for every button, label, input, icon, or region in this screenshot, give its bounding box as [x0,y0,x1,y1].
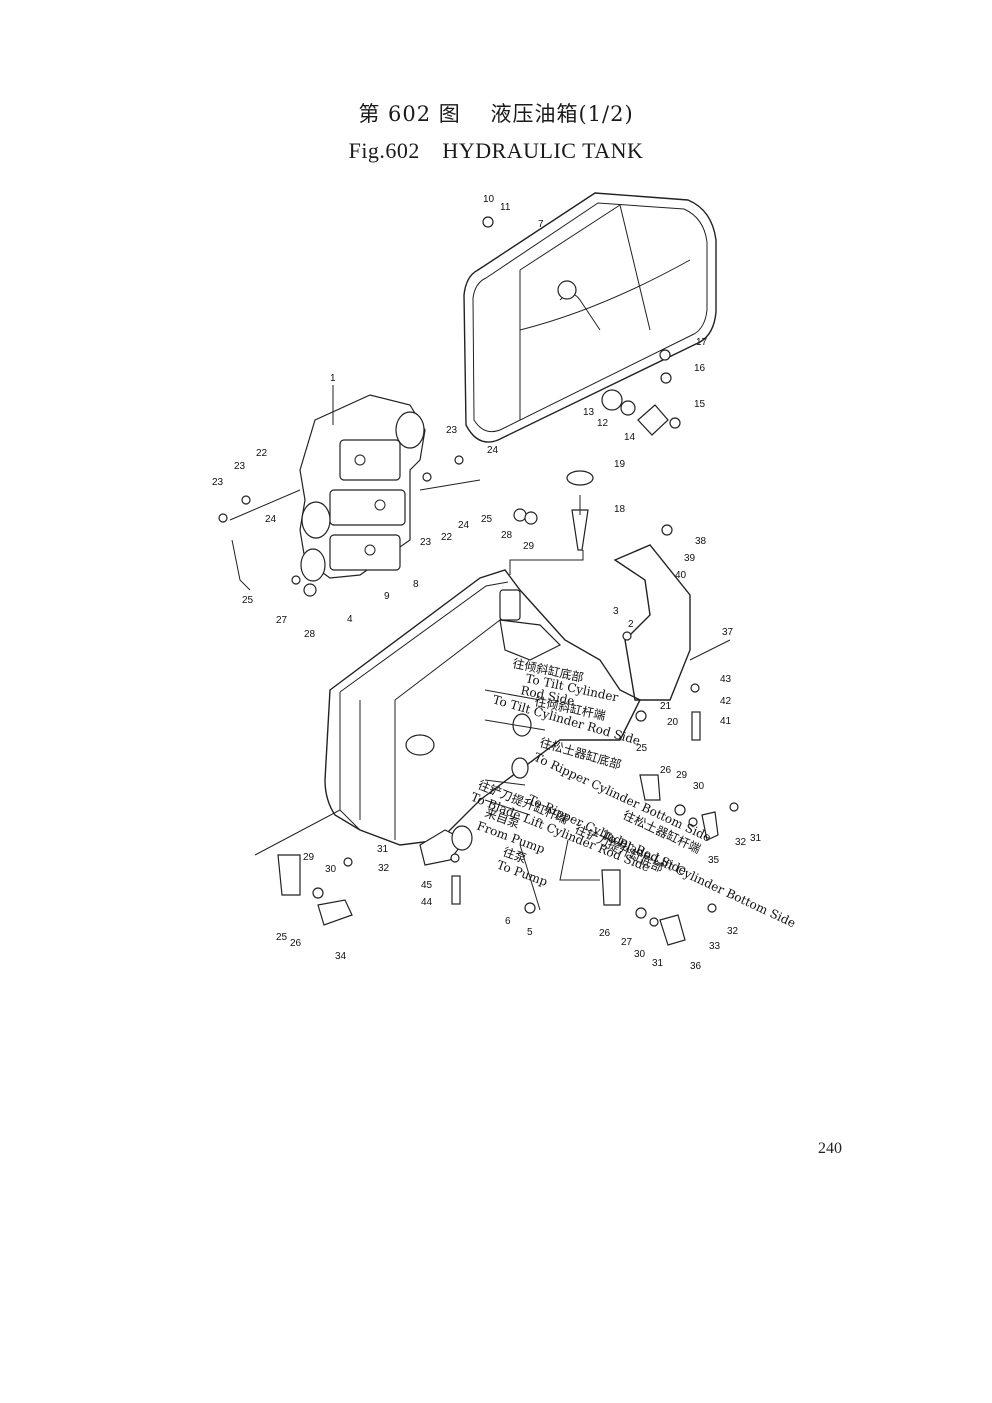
callout-labels: 1 2 3 4 5 6 7 8 9 10 11 12 13 14 15 16 1… [212,194,762,972]
callout: 25 [242,595,254,606]
callout: 9 [384,591,390,602]
tank-body [324,569,641,866]
callout: 17 [696,337,708,348]
callout: 23 [446,425,458,436]
callout: 34 [335,951,347,962]
callout: 18 [614,504,626,515]
callout: 6 [505,916,511,927]
callout: 26 [660,765,672,776]
callout: 35 [708,855,720,866]
callout: 27 [621,937,633,948]
callout: 39 [684,553,696,564]
callout: 45 [421,880,433,891]
callout: 8 [413,579,419,590]
callout: 22 [256,448,268,459]
leader-lines [254,385,731,911]
callout: 2 [628,619,634,630]
callout: 30 [634,949,646,960]
callout: 29 [676,770,688,781]
callout: 42 [720,696,732,707]
callout: 31 [377,844,389,855]
callout: 21 [660,701,672,712]
callout: 27 [276,615,288,626]
filter-parts [566,372,681,551]
callout: 32 [378,863,390,874]
callout: 13 [583,407,595,418]
callout: 36 [690,961,702,972]
callout: 26 [290,938,302,949]
callout: 41 [720,716,732,727]
mounting-bracket [613,544,691,701]
callout: 40 [675,570,687,581]
callout: 19 [614,459,626,470]
callout: 31 [652,958,664,969]
callout: 38 [695,536,707,547]
callout: 33 [709,941,721,952]
figure-title-chinese: 第 602 图 液压油箱(1/2) [358,102,634,126]
callout: 26 [599,928,611,939]
callout: 30 [693,781,705,792]
callout: 44 [421,897,433,908]
callout: 30 [325,864,337,875]
callout: 23 [212,477,224,488]
callout: 37 [722,627,734,638]
callout: 3 [613,606,619,617]
callout: 32 [727,926,739,937]
callout: 24 [487,445,499,456]
callout: 23 [420,537,432,548]
callout: 29 [303,852,315,863]
callout: 28 [304,629,316,640]
lift-brackets [277,774,719,946]
callout: 5 [527,927,533,938]
page-number: 240 [818,1140,842,1157]
callout: 25 [481,514,493,525]
callout: 25 [276,932,288,943]
callout: 4 [347,614,353,625]
control-valve [229,394,481,591]
callout: 23 [234,461,246,472]
callout: 32 [735,837,747,848]
callout: 10 [483,194,495,205]
callout: 1 [330,373,336,384]
callout: 31 [750,833,762,844]
callout: 7 [538,219,544,230]
callout: 22 [441,532,453,543]
callout: 25 [636,743,648,754]
callout: 29 [523,541,535,552]
callout: 28 [501,530,513,541]
callout: 12 [597,418,609,429]
callout: 14 [624,432,636,443]
hardware [218,216,739,920]
callout: 24 [458,520,470,531]
callout: 16 [694,363,706,374]
tank-cover [463,192,717,443]
callout: 11 [500,202,511,213]
callout: 20 [667,717,679,728]
callout: 43 [720,674,732,685]
callout: 15 [694,399,706,410]
callout: 24 [265,514,277,525]
figure-title-english: Fig.602 HYDRAULIC TANK [348,138,644,163]
